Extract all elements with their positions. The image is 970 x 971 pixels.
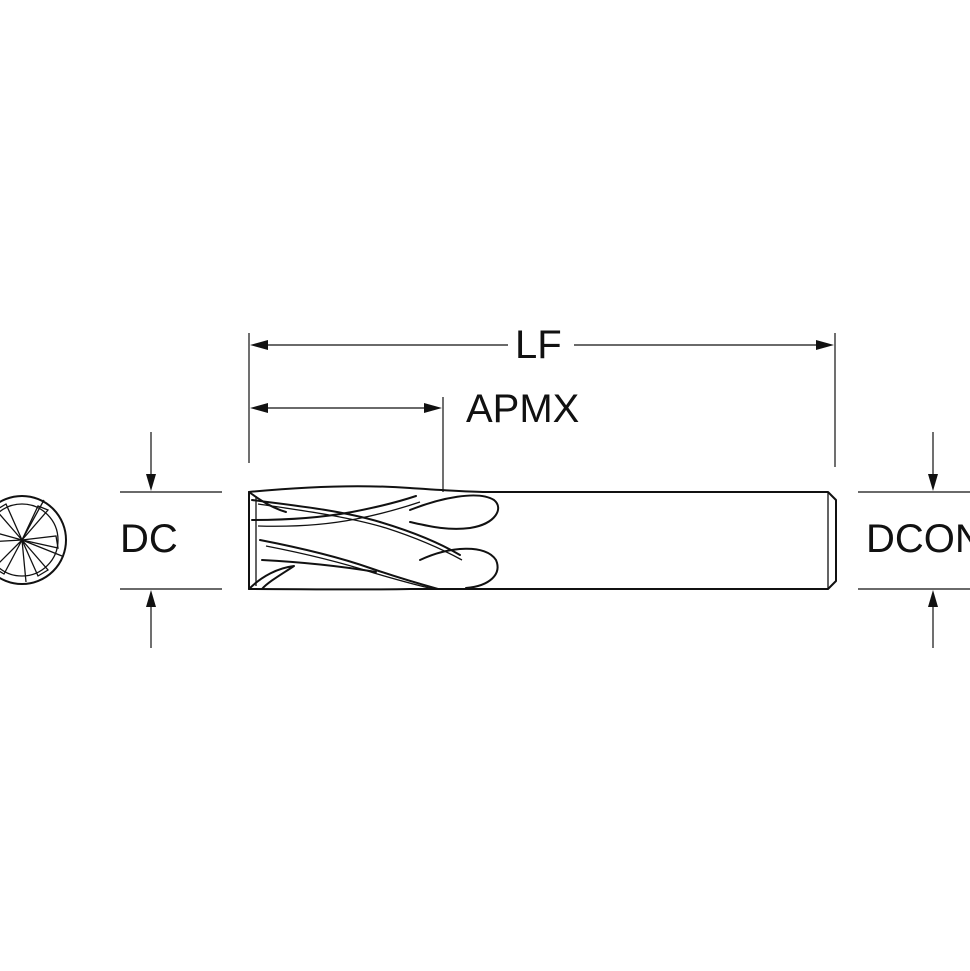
apmx-arrow-left [250,403,268,413]
lf-label: LF [515,323,562,367]
helix-flute-1 [251,499,461,556]
dcon-arrow-bottom [928,590,938,607]
cutting-lip-bottom [248,565,295,590]
dc-dimension: DC [120,432,222,648]
helix-flute-4 [261,559,377,573]
dcon-label: DCON [866,517,970,561]
apmx-label: APMX [466,387,579,431]
dc-label: DC [120,517,178,561]
flute-top-edge [248,485,489,493]
dcon-arrow-top [928,474,938,491]
lf-dimension: LF [248,318,836,467]
end-mill-end-view-icon [0,495,67,585]
apmx-dimension: APMX [250,387,579,492]
dc-arrow-top [146,474,156,491]
dc-arrow-bottom [146,590,156,607]
lf-arrow-right [816,340,834,350]
cutting-lip-top [248,491,287,513]
helix-flute-3 [259,539,439,590]
end-mill-side-view-icon [248,485,837,591]
lf-arrow-left [250,340,268,350]
dcon-dimension: DCON [858,432,970,648]
apmx-arrow-right [424,403,442,413]
flute-runout-upper [409,494,500,530]
shank-outline [487,491,837,590]
helix-flute-2 [251,495,417,521]
